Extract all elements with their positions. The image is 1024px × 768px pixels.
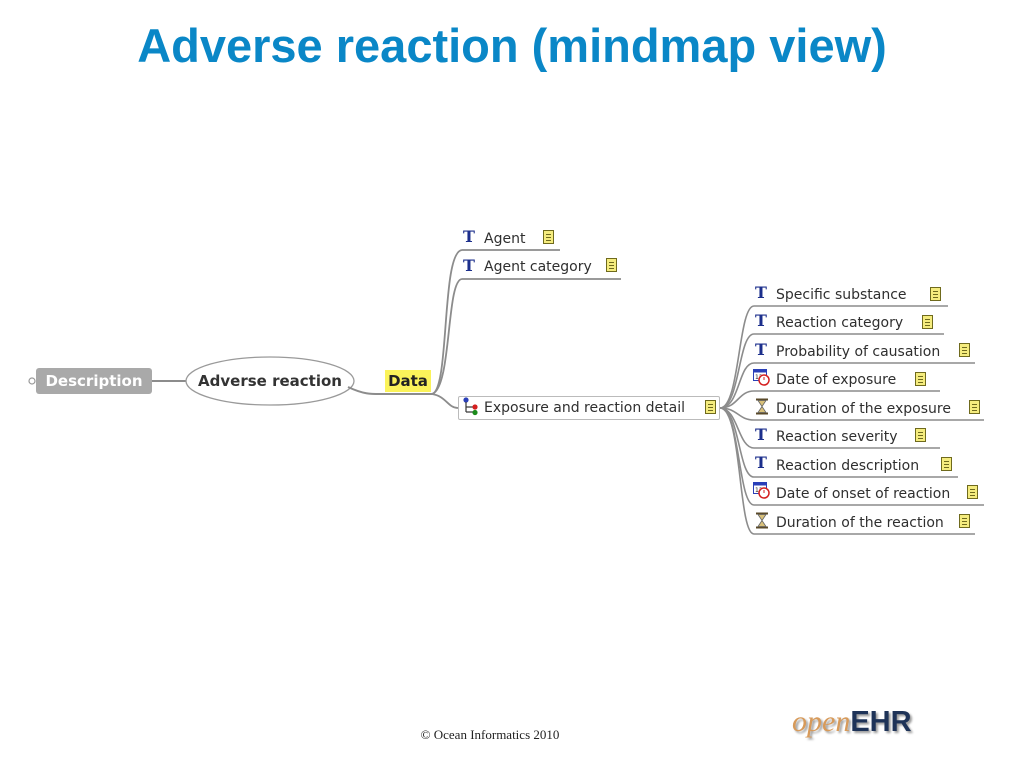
child-node-reaction-severity[interactable]: Reaction severity [776, 429, 898, 445]
text-type-icon: T [755, 425, 767, 444]
cluster-child-connectors [719, 305, 755, 535]
note-icon [930, 287, 941, 301]
note-icon [959, 514, 970, 528]
root-node-ellipse [185, 356, 355, 406]
text-type-icon: T [755, 340, 767, 359]
text-type-icon: T [755, 453, 767, 472]
note-icon [606, 258, 617, 272]
text-type-icon: T [463, 256, 475, 275]
root-node-label[interactable]: Adverse reaction [198, 372, 342, 390]
description-fold-handle [28, 377, 36, 385]
description-node[interactable]: Description [36, 368, 152, 394]
agent-node[interactable]: Agent [484, 231, 526, 247]
text-type-icon: T [463, 227, 475, 246]
child-node-reaction-category[interactable]: Reaction category [776, 315, 904, 331]
duration-type-icon [756, 512, 768, 529]
child-underlines [754, 305, 984, 535]
data-cluster-connector [431, 393, 459, 409]
datetime-type-icon: 123 [753, 369, 770, 386]
child-node-duration-of-the-reaction[interactable]: Duration of the reaction [776, 515, 944, 531]
datetime-type-icon: 123 [753, 482, 770, 499]
logo-ehr-text: EHR [850, 706, 912, 738]
child-node-specific-substance[interactable]: Specific substance [776, 287, 907, 303]
duration-type-icon [756, 398, 768, 415]
data-node[interactable]: Data [385, 370, 431, 392]
note-icon [922, 315, 933, 329]
note-icon [969, 400, 980, 414]
data-agent-category-connector [431, 278, 463, 395]
slide-title: Adverse reaction (mindmap view) [137, 19, 887, 72]
data-agent-connector [431, 249, 463, 395]
note-icon [967, 485, 978, 499]
text-type-icon: T [755, 311, 767, 330]
child-node-date-of-exposure[interactable]: Date of exposure [776, 372, 897, 388]
openehr-logo: openEHR [792, 702, 912, 742]
note-icon [941, 457, 952, 471]
root-data-connector [347, 386, 387, 396]
child-node-reaction-description[interactable]: Reaction description [776, 458, 920, 474]
logo-open-text: open [792, 705, 851, 738]
child-node-date-of-onset-of-reaction[interactable]: Date of onset of reaction [776, 486, 951, 502]
child-node-probability-of-causation[interactable]: Probability of causation [776, 344, 941, 360]
note-icon [705, 400, 716, 414]
copyright-footer: © Ocean Informatics 2010 [420, 727, 560, 742]
cluster-icon [463, 397, 478, 416]
child-node-duration-of-the-exposure[interactable]: Duration of the exposure [776, 401, 951, 417]
note-icon [543, 230, 554, 244]
cluster-node-box[interactable] [458, 396, 720, 420]
text-type-icon: T [755, 283, 767, 302]
cluster-node-label: Exposure and reaction detail [484, 400, 686, 416]
agent-category-node[interactable]: Agent category [484, 259, 592, 275]
note-icon [959, 343, 970, 357]
note-icon [915, 372, 926, 386]
note-icon [915, 428, 926, 442]
